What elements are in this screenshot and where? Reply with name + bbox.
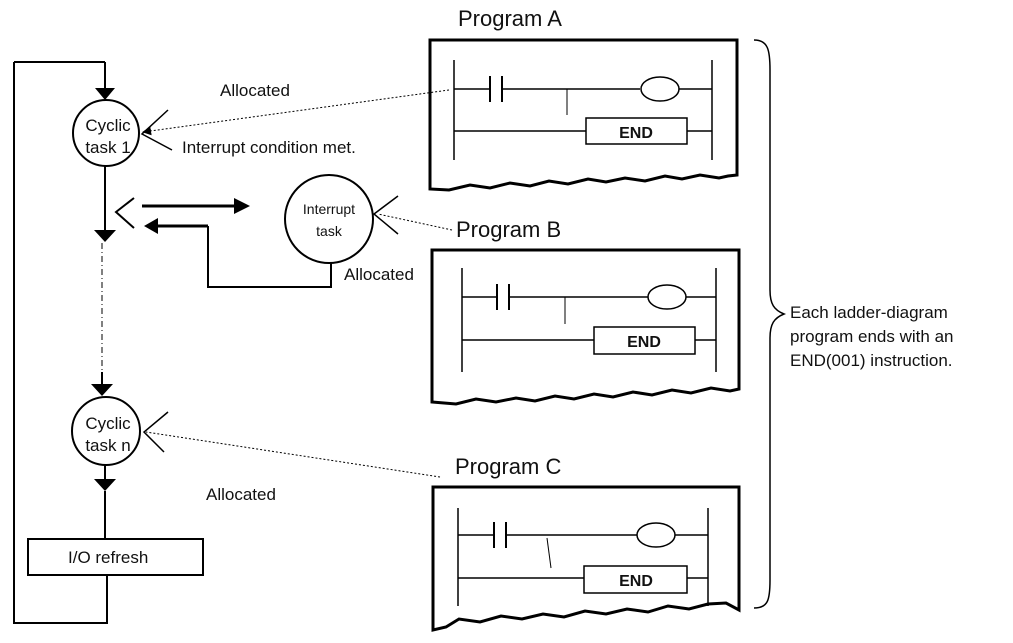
down-arrow-icon: [95, 88, 115, 100]
end-label: END: [627, 334, 661, 351]
interrupt-condition-label: Interrupt condition met.: [182, 138, 356, 157]
coil-icon: [636, 522, 676, 548]
allocated-label-a: Allocated: [220, 81, 290, 100]
coil-icon: [640, 76, 680, 102]
allocation-links: Allocated Interrupt condition met. Alloc…: [140, 81, 453, 504]
chevron-left-icon: [114, 197, 135, 229]
allocation-line-b: [377, 213, 453, 231]
curly-brace-icon: [753, 39, 787, 609]
coil-icon: [647, 284, 687, 310]
interrupt-task-label-line2: task: [316, 223, 343, 239]
io-refresh-box: [27, 538, 204, 576]
interrupt-task-circle: [284, 174, 374, 264]
interrupt-return-line: [207, 226, 332, 288]
loop-return-line: [13, 62, 108, 624]
program-a-title: Program A: [458, 6, 562, 31]
down-arrow-icon: [94, 230, 116, 242]
cyclic-task-n-label-line2: task n: [85, 436, 130, 455]
program-c-title: Program C: [455, 454, 561, 479]
allocation-line-c: [145, 431, 441, 478]
program-c: Program C END: [431, 454, 741, 632]
arrowhead-icon: [142, 411, 169, 453]
program-a: Program A END: [428, 6, 739, 192]
program-b-sheet: [430, 248, 741, 406]
end-label: END: [619, 125, 653, 142]
down-arrow-icon: [94, 479, 116, 491]
note-line-2: program ends with an: [790, 327, 953, 346]
end-label: END: [619, 573, 653, 590]
down-arrow-icon: [91, 384, 113, 396]
right-arrow-icon: [234, 198, 250, 214]
allocation-line-a: [142, 89, 450, 136]
arrowhead-icon: [372, 195, 399, 235]
program-a-sheet: [428, 38, 739, 192]
program-b: Program B END: [430, 217, 741, 406]
allocated-label-b: Allocated: [344, 265, 414, 284]
note-line-3: END(001) instruction.: [790, 351, 953, 370]
interrupt-task-label-line1: Interrupt: [303, 201, 355, 217]
branch-wire: [546, 537, 552, 569]
end-box: [583, 565, 688, 594]
io-refresh-label: I/O refresh: [68, 548, 148, 567]
cyclic-task-1-label-line2: task 1: [85, 138, 130, 157]
cyclic-task-1-label-line1: Cyclic: [85, 116, 131, 135]
task-flow: Cyclic task 1 Interrupt task Cyclic task…: [13, 61, 374, 624]
program-b-title: Program B: [456, 217, 561, 242]
arrowhead-icon: [140, 109, 173, 151]
left-arrow-icon: [144, 218, 158, 234]
program-c-sheet: [431, 485, 741, 632]
cyclic-task-n-label-line1: Cyclic: [85, 414, 131, 433]
allocated-label-c: Allocated: [206, 485, 276, 504]
note-line-1: Each ladder-diagram: [790, 303, 948, 322]
brace-note: Each ladder-diagram program ends with an…: [753, 39, 953, 609]
